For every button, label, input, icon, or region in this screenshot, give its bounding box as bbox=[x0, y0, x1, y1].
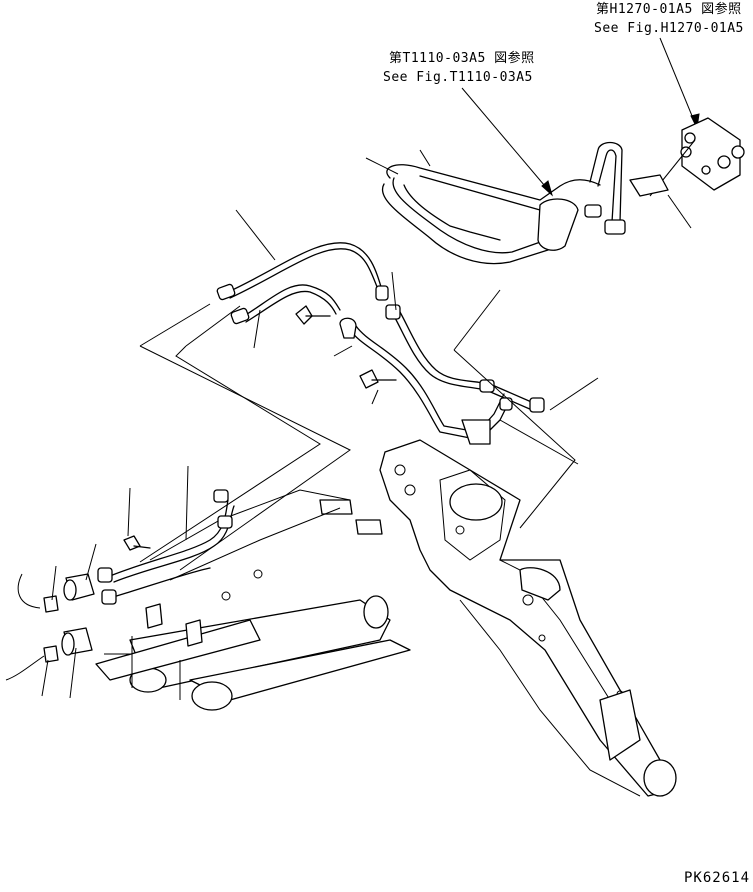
leader-line bbox=[235, 209, 276, 261]
leader-line bbox=[127, 487, 131, 537]
leader-line bbox=[333, 345, 353, 357]
leader-line bbox=[371, 389, 379, 405]
leader-line bbox=[667, 194, 692, 229]
leader-line bbox=[85, 543, 97, 581]
reference-t1110-en: See Fig.T1110-03A5 bbox=[383, 70, 533, 85]
pipe-assembly bbox=[295, 304, 545, 445]
leader-line bbox=[419, 149, 431, 167]
arrow-head bbox=[541, 180, 553, 197]
reference-callout-h1270: 第H1270-01A5 図参照 See Fig.H1270-01A5 bbox=[594, 1, 744, 130]
leader-line bbox=[365, 157, 399, 175]
reference-h1270-jp: 第H1270-01A5 図参照 bbox=[596, 1, 742, 17]
main-hose bbox=[216, 242, 389, 325]
reference-t1110-jp: 第T1110-03A5 図参照 bbox=[389, 50, 535, 66]
leader-line bbox=[659, 37, 698, 129]
leader-line bbox=[391, 271, 397, 311]
leader-line bbox=[41, 659, 49, 697]
reference-h1270-en: See Fig.H1270-01A5 bbox=[594, 21, 744, 36]
leader-line bbox=[461, 87, 551, 193]
leader-line bbox=[185, 465, 189, 541]
reference-callout-t1110: 第T1110-03A5 図参照 See Fig.T1110-03A5 bbox=[383, 50, 553, 197]
leader-line bbox=[51, 565, 57, 601]
hose-loop-assembly bbox=[381, 141, 626, 265]
leader-line bbox=[253, 309, 261, 349]
boom bbox=[319, 439, 677, 797]
leader-line bbox=[69, 647, 77, 699]
lower-hose-assembly bbox=[5, 489, 235, 681]
boom-cylinder bbox=[95, 489, 411, 711]
drawing-code: PK62614 bbox=[684, 870, 750, 886]
leader-line bbox=[549, 377, 599, 411]
valve-block bbox=[680, 117, 745, 191]
